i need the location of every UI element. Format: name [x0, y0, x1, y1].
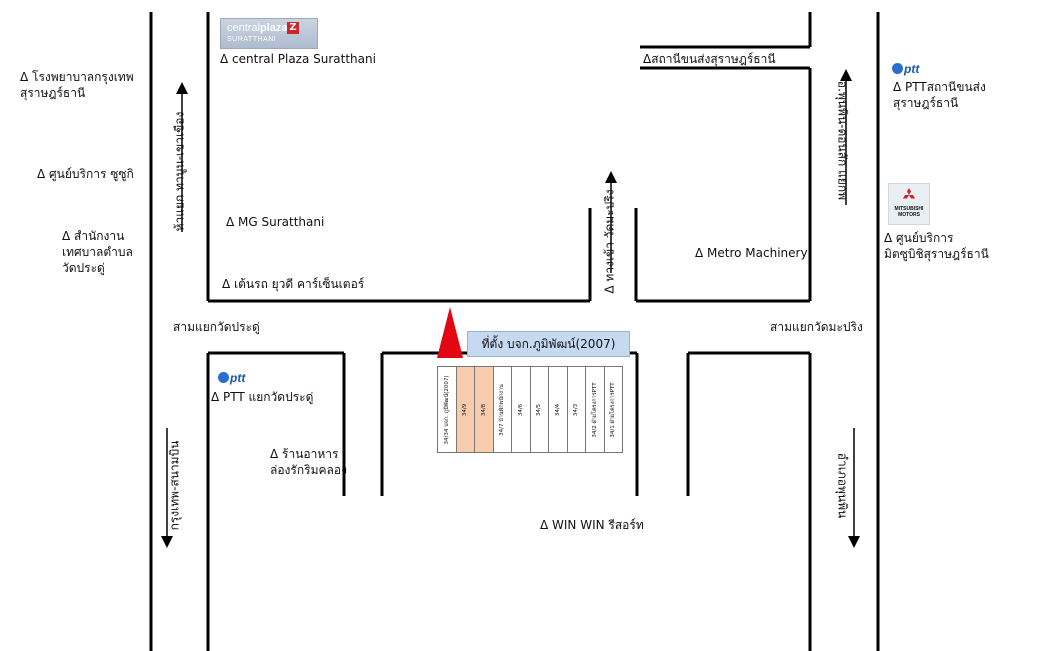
- car-dealer-label: Δ เต้นรถ ยุวดี คาร์เซ็นเตอร์: [222, 277, 365, 291]
- intersection-watmapring: สามแยกวัดมะปริง: [770, 320, 863, 334]
- central-plaza-label: Δ central Plaza Suratthani: [220, 52, 376, 66]
- lot-cell: 34/9: [456, 367, 475, 452]
- land-lots: 34/34 บจก. ภูมิพัฒน์(2007) 34/9 34/8 34/7 บ…: [437, 366, 623, 453]
- direction-arrows: [161, 69, 860, 548]
- lot-cell: 34/7 บ้านพักพนักงาน: [494, 367, 512, 452]
- lot-cell: 34/3: [568, 367, 586, 452]
- road-name-middle: Δ ทางเข้า วัดมะปริง: [602, 189, 617, 294]
- restaurant-label: Δ ร้านอาหาร ล่องรักริมคลอง: [270, 447, 347, 477]
- metro-machinery-label: Δ Metro Machinery: [695, 246, 808, 260]
- ptt-drop-icon: [892, 63, 903, 74]
- bus-station-label: Δสถานีขนส่งสุราษฎร์ธานี: [643, 52, 776, 66]
- lot-cell: 34/6: [512, 367, 531, 452]
- ptt-bus-station-label: Δ PTTสถานีขนส่ง สุราษฎร์ธานี: [893, 80, 986, 110]
- lot-cell: 34/5: [531, 367, 549, 452]
- winwin-resort-label: Δ WIN WIN รีสอร์ท: [540, 518, 644, 532]
- lot-label: 34/5: [536, 403, 543, 416]
- lot-cell: 34/1 ฝ่ายโครงการPTT: [605, 367, 623, 452]
- lot-label: 34/34 บจก. ภูมิพัฒน์(2007): [443, 374, 450, 445]
- suzuki-center-label: Δ ศูนย์บริการ ซูซูกิ: [37, 167, 134, 181]
- lot-label: 34/7 บ้านพักพนักงาน: [499, 383, 506, 436]
- ptt-logo-bus-station: ptt: [892, 62, 919, 76]
- lot-label: 34/4: [554, 403, 561, 416]
- lot-label: 34/2 ฝ่ายโครงการPTT: [591, 381, 598, 438]
- lot-cell: 34/8: [475, 367, 494, 452]
- central-plaza-logo: centralplaza Z SURATTHANI: [220, 18, 318, 49]
- lot-label: 34/3: [573, 403, 580, 416]
- company-location-banner: ที่ตั้ง บจก.ภูมิพัฒน์(2007): [467, 331, 630, 357]
- hospital-label: Δ โรงพยาบาลกรุงเทพ สุราษฎร์ธานี: [20, 70, 134, 100]
- lot-cell: 34/4: [549, 367, 568, 452]
- mitsubishi-diamonds-icon: [902, 188, 916, 199]
- lot-label: 34/8: [480, 403, 487, 416]
- intersection-watpradu: สามแยกวัดประดู่: [173, 320, 260, 334]
- road-lines: [149, 12, 880, 651]
- lot-label: 34/6: [517, 403, 524, 416]
- municipal-office-label: Δ สำนักงาน เทศบาลตำบล วัดประดู่: [62, 229, 133, 275]
- ptt-logo-watpradu: ptt: [218, 371, 245, 385]
- location-marker: [437, 307, 463, 358]
- lot-cell: 34/2 ฝ่ายโครงการPTT: [586, 367, 605, 452]
- lot-label: 34/9: [462, 403, 469, 416]
- ptt-watpradu-label: Δ PTT แยกวัดประดู่: [211, 390, 314, 404]
- road-name-left-upper: ห้าแยก ทาบูน-เขาเขือง: [172, 111, 187, 232]
- lot-label: 34/1 ฝ่ายโครงการPTT: [610, 381, 617, 438]
- mitsubishi-center-label: Δ ศูนย์บริการ มิตซูบิชิสุราษฎร์ธานี: [884, 231, 989, 261]
- road-name-right-upper: อ.พุนพิน-ดอนสัก แยกพ: [835, 80, 850, 201]
- mitsubishi-logo: MITSUBISHI MOTORS: [888, 183, 930, 225]
- lot-cell: 34/34 บจก. ภูมิพัฒน์(2007): [438, 367, 457, 452]
- mg-label: Δ MG Suratthani: [226, 215, 325, 229]
- ptt-drop-icon: [218, 372, 229, 383]
- road-name-right-lower: อำเภอพุนพิน: [835, 452, 850, 519]
- road-name-left-lower: กรุงเทพ-สนามบิน: [167, 440, 182, 531]
